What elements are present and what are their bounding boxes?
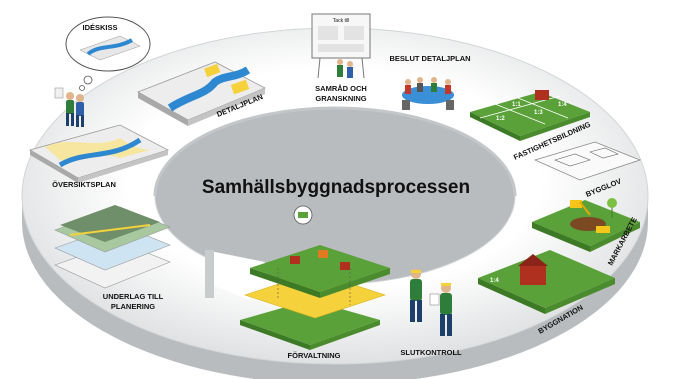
tile-markarbete [532, 198, 640, 252]
planners-icon [54, 87, 84, 127]
label-oversiktsplan: ÖVERSIKTSPLAN [52, 180, 116, 189]
bubble-label: IDÉSKISS [82, 23, 117, 32]
plot-number-4: 1:4 [558, 102, 567, 108]
label-slutkontroll: SLUTKONTROLL [400, 348, 462, 357]
ring-inner-edge [153, 106, 517, 197]
ring-gap [205, 250, 265, 300]
tile-detaljplan [137, 61, 266, 126]
consultation-board: Tack till [311, 13, 371, 79]
plot-number-2: 1:2 [496, 116, 505, 122]
inspectors-icon [410, 269, 452, 336]
lot-number: 1:4 [490, 278, 499, 284]
decision-meeting [402, 77, 454, 110]
label-beslut: BESLUT DETALJPLAN [389, 54, 470, 63]
label-samrad-2: GRANSKNING [315, 94, 366, 103]
plot-number-1: 1:1 [512, 102, 521, 108]
tile-oversiktsplan [28, 124, 170, 183]
label-samrad-1: SAMRÅD OCH [315, 84, 367, 93]
board-label: Tack till [333, 18, 349, 24]
idea-bubble: IDÉSKISS [65, 16, 151, 91]
ring-gap-side [205, 250, 214, 298]
tile-bygglov [533, 141, 642, 181]
label-forvaltning: FÖRVALTNING [288, 351, 341, 360]
tile-forvaltning [240, 205, 390, 350]
diagram-title: Samhällsbyggnadsprocessen [202, 177, 470, 198]
plot-number-3: 1:3 [534, 110, 543, 116]
tile-byggnation: 1:4 [478, 250, 615, 314]
label-underlag-1: UNDERLAG TILL [103, 292, 164, 301]
label-underlag-2: PLANERING [111, 302, 155, 311]
tile-fastighetsbildning: 1:1 1:2 1:3 1:4 [470, 90, 590, 141]
tile-underlag [54, 205, 171, 289]
